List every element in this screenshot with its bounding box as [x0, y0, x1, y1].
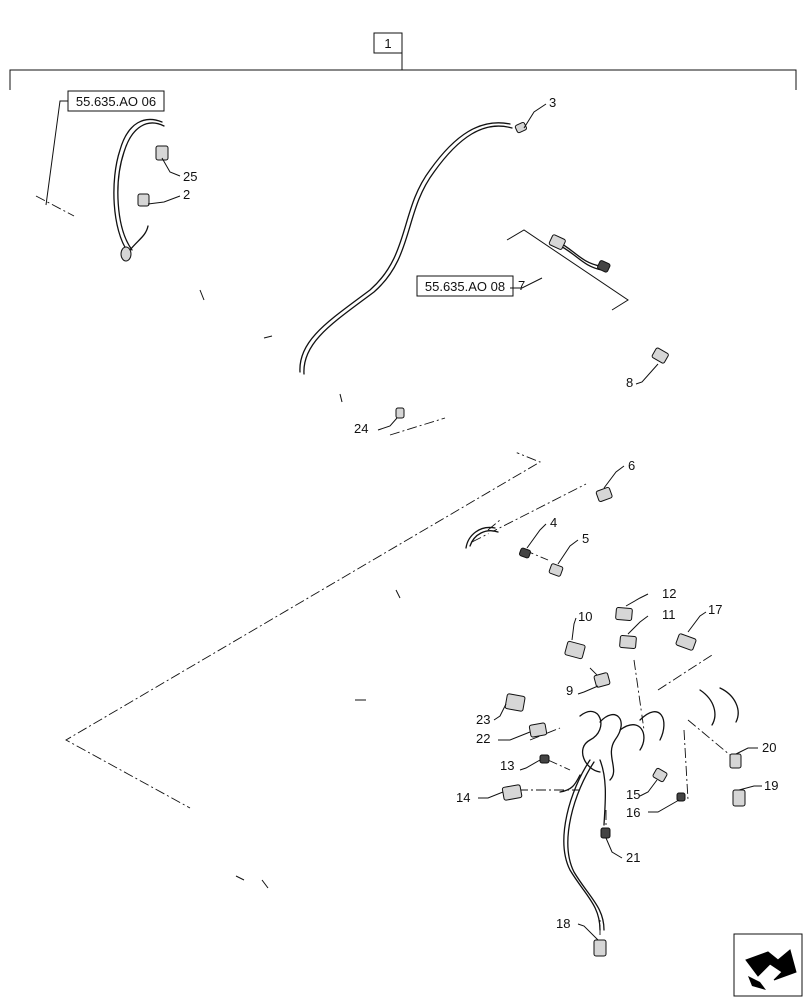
connector-10	[564, 640, 586, 660]
callout-22: 22	[476, 731, 490, 746]
upper-harness	[68, 118, 519, 454]
callout-16: 16	[626, 805, 640, 820]
callout-3: 3	[549, 95, 556, 110]
callout-13: 13	[500, 758, 514, 773]
connector-4	[518, 547, 532, 559]
callout-24: 24	[354, 421, 368, 436]
callout-labels: 25 2 3 7 8 24 6 4 5 10 12 11 17 9 23 22 …	[183, 95, 778, 931]
connector-8	[651, 347, 669, 364]
connector-9	[593, 672, 611, 688]
callout-10: 10	[578, 609, 592, 624]
connector-11	[619, 634, 637, 650]
callout-2: 2	[183, 187, 190, 202]
callout-17: 17	[708, 602, 722, 617]
reference-box-top: 55.635.AO 06	[45, 90, 165, 206]
reference-label-top: 55.635.AO 06	[76, 94, 156, 109]
connector-18	[593, 939, 607, 957]
next-page-arrow-icon[interactable]	[733, 933, 803, 997]
connector-14	[501, 784, 523, 801]
lower-harness	[185, 526, 739, 931]
callout-19: 19	[764, 778, 778, 793]
callout-14: 14	[456, 790, 470, 805]
assembly-label: 1	[384, 36, 391, 51]
connector-12	[615, 606, 633, 622]
connector-21	[600, 827, 611, 839]
callout-8: 8	[626, 375, 633, 390]
assembly-bracket: 1	[9, 32, 797, 90]
connector-24	[395, 407, 405, 419]
connector-7a	[548, 234, 566, 250]
connector-13	[539, 754, 550, 764]
callout-23: 23	[476, 712, 490, 727]
extension-harness	[506, 229, 629, 311]
reference-label-mid: 55.635.AO 08	[425, 279, 505, 294]
connector-5	[548, 563, 564, 577]
callout-21: 21	[626, 850, 640, 865]
callout-18: 18	[556, 916, 570, 931]
connectors	[137, 121, 746, 957]
connector-19	[732, 789, 746, 807]
callout-25: 25	[183, 169, 197, 184]
callout-11: 11	[662, 607, 676, 622]
construction-lines	[35, 195, 737, 935]
connector-15	[652, 767, 668, 783]
connector-25	[155, 145, 169, 161]
connector-7b	[597, 260, 611, 273]
callout-20: 20	[762, 740, 776, 755]
callout-12: 12	[662, 586, 676, 601]
connector-17	[675, 633, 697, 651]
callout-4: 4	[550, 515, 557, 530]
callout-7: 7	[518, 278, 525, 293]
callout-15: 15	[626, 787, 640, 802]
connector-23	[504, 693, 526, 712]
callout-5: 5	[582, 531, 589, 546]
callout-9: 9	[566, 683, 573, 698]
connector-16	[676, 792, 686, 802]
callout-6: 6	[628, 458, 635, 473]
connector-2	[137, 193, 150, 207]
reference-box-mid: 55.635.AO 08	[416, 275, 514, 297]
connector-20	[729, 753, 742, 769]
connector-6	[595, 486, 613, 502]
callout-leaders	[147, 103, 762, 941]
connector-22	[528, 722, 548, 738]
connector-3	[514, 121, 527, 134]
